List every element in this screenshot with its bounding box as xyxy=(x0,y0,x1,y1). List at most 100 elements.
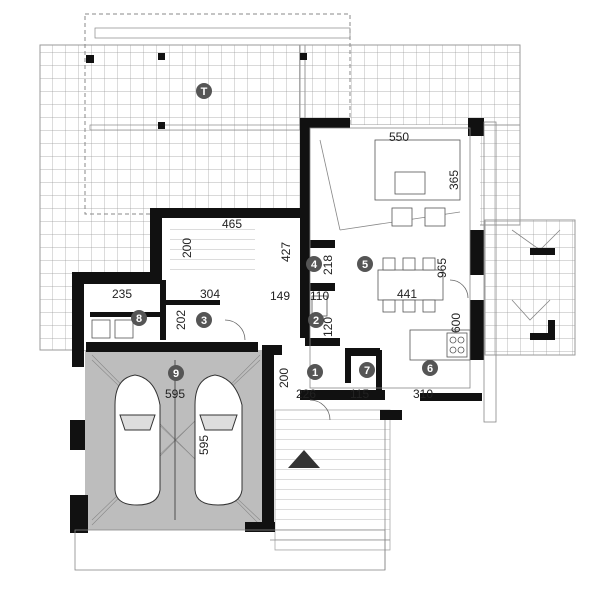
dryer xyxy=(114,319,134,339)
wall xyxy=(160,300,220,305)
chair xyxy=(422,257,436,271)
room-badge-label: 7 xyxy=(364,365,370,377)
room-badge-5: 5 xyxy=(357,256,373,272)
wall xyxy=(470,300,484,360)
room-badge-label: T xyxy=(201,86,208,98)
pillar xyxy=(158,53,165,60)
room-badge-label: 5 xyxy=(362,259,368,271)
wall xyxy=(300,390,385,400)
room-badge-circle xyxy=(307,364,323,380)
room-badge-3: 3 xyxy=(196,312,212,328)
dim-garage-width: 595 xyxy=(165,387,185,401)
room-badge-label: 9 xyxy=(173,368,179,380)
chair xyxy=(402,257,416,271)
entrance-arrow-icon xyxy=(288,450,320,468)
wall xyxy=(262,345,274,530)
dim-hall-upper: 427 xyxy=(279,242,293,262)
room-badge-6: 6 xyxy=(422,360,438,376)
pillar xyxy=(548,320,555,338)
wall xyxy=(245,522,275,532)
wall xyxy=(70,420,85,450)
dim-hall-width: 149 xyxy=(270,289,290,303)
wall xyxy=(150,208,300,218)
car-icon xyxy=(114,374,243,506)
furniture xyxy=(91,139,471,361)
dim-kitchen-width: 310 xyxy=(413,387,433,401)
wall xyxy=(305,240,335,248)
burner xyxy=(449,346,457,354)
pillar xyxy=(86,55,94,63)
wall xyxy=(470,230,484,275)
room-badge-2: 2 xyxy=(308,312,324,328)
pillar xyxy=(158,122,165,129)
room-badge-4: 4 xyxy=(306,256,322,272)
dim-dining-width: 441 xyxy=(397,287,417,301)
wall xyxy=(376,350,382,390)
wall xyxy=(300,118,310,218)
room-badge-label: 4 xyxy=(311,259,318,271)
dim-living-width: 550 xyxy=(389,130,409,144)
dim-kitchen-depth: 600 xyxy=(449,313,463,333)
dim-entry-width: 226 xyxy=(296,387,316,401)
room-badge-circle xyxy=(308,312,324,328)
wall xyxy=(90,312,165,317)
dimensions: 550 365 465 200 427 218 110 149 120 965 … xyxy=(112,130,463,455)
dim-stair-depth: 200 xyxy=(180,238,194,258)
roof-overhang xyxy=(94,27,351,39)
burner xyxy=(449,336,457,344)
dim-stair-width: 465 xyxy=(222,217,242,231)
pillar xyxy=(300,53,307,60)
dim-utility-width: 304 xyxy=(200,287,220,301)
chair xyxy=(382,257,396,271)
entrance-stairs xyxy=(274,409,391,551)
door-swing xyxy=(449,279,469,299)
wall xyxy=(72,272,162,284)
stair-treads xyxy=(170,225,255,275)
car-left-windshield xyxy=(119,414,156,431)
washer xyxy=(91,319,111,339)
pillar xyxy=(530,333,555,340)
outline xyxy=(483,121,497,423)
chair xyxy=(402,299,416,313)
stove xyxy=(446,332,468,358)
dim-hall-depth: 120 xyxy=(321,317,335,337)
room-badge-circle xyxy=(357,256,373,272)
room-badge-label: 6 xyxy=(427,363,433,375)
wall xyxy=(345,348,351,383)
wall xyxy=(160,280,166,340)
room-badge-circle xyxy=(131,310,147,326)
walls xyxy=(70,118,484,533)
room-badge-label: 2 xyxy=(313,315,319,327)
wall xyxy=(305,283,335,291)
burner xyxy=(457,336,465,344)
room-badge-label: 8 xyxy=(136,313,142,325)
door-swing xyxy=(309,399,331,421)
dim-pantry-width: 115 xyxy=(350,387,369,401)
dining-table xyxy=(377,269,444,301)
room-badge-8: 8 xyxy=(131,310,147,326)
dim-wc-width: 110 xyxy=(310,289,329,303)
wall xyxy=(420,393,482,401)
coffee-table xyxy=(394,171,426,195)
wall xyxy=(300,118,350,128)
room-badge-circle xyxy=(196,312,212,328)
room-badge-T: T xyxy=(196,83,212,99)
wall xyxy=(380,410,402,420)
wall xyxy=(262,345,282,355)
door-swing xyxy=(224,319,246,341)
dim-boiler-width: 235 xyxy=(112,287,132,301)
dim-living-depth: 365 xyxy=(447,170,461,190)
wall xyxy=(150,208,162,278)
wall xyxy=(468,118,484,136)
wall xyxy=(86,342,258,352)
pillar xyxy=(530,248,555,255)
room-badge-circle xyxy=(422,360,438,376)
burner xyxy=(457,346,465,354)
dim-utility-depth: 202 xyxy=(174,310,188,330)
wall xyxy=(305,338,340,346)
armchair xyxy=(424,207,446,227)
dim-garage-depth: 595 xyxy=(197,435,211,455)
doors xyxy=(224,279,469,421)
room-badge-7: 7 xyxy=(359,362,375,378)
